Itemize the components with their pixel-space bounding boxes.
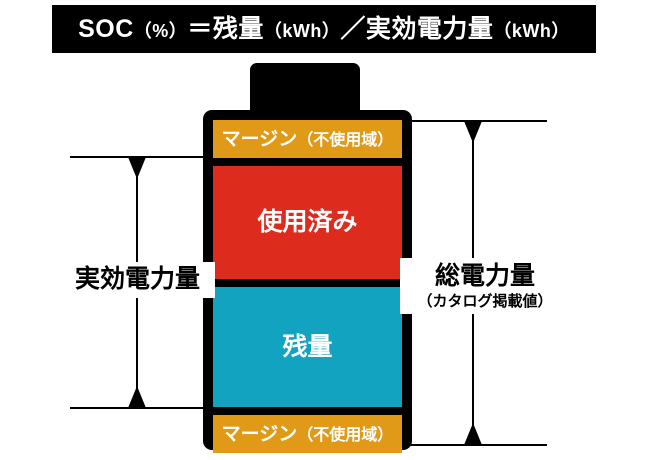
segment-margin-top-label: マージン（不使用域） xyxy=(222,130,394,149)
formula-soc: SOC xyxy=(78,14,134,43)
arrow-down-icon xyxy=(128,157,146,179)
total-capacity-label: 総電力量 （カタログ掲載値） xyxy=(400,258,570,314)
segment-margin-bottom-label-main: マージン xyxy=(221,423,298,445)
segment-margin-top-label-main: マージン xyxy=(221,128,298,150)
segment-margin-bottom: マージン（不使用域） xyxy=(213,415,402,453)
formula-remaining: 残量 xyxy=(212,14,264,43)
total-capacity-label-main: 総電力量 xyxy=(434,262,535,290)
formula-effective: 実効電力量 xyxy=(365,14,494,43)
segment-remaining: 残量 xyxy=(213,287,402,407)
total-capacity-label-sub: （カタログ掲載値） xyxy=(417,292,553,310)
formula-kwh-unit-1: （kWh） xyxy=(263,20,341,41)
formula-percent-unit: （%） xyxy=(133,20,188,41)
arrow-down-icon xyxy=(464,121,482,143)
total-extension-line-bottom xyxy=(409,444,547,446)
formula-kwh-unit-2: （kWh） xyxy=(493,20,570,41)
segment-margin-top-label-paren: （不使用域） xyxy=(297,131,394,149)
segment-margin-bottom-label: マージン（不使用域） xyxy=(222,425,394,444)
formula-equals: ＝ xyxy=(187,14,213,43)
segment-remaining-label: 残量 xyxy=(282,332,333,361)
formula-text: SOC（%）＝残量（kWh）／実効電力量（kWh） xyxy=(78,14,570,43)
arrow-up-icon xyxy=(464,423,482,445)
segment-used: 使用済み xyxy=(213,166,402,279)
formula-divide: ／ xyxy=(340,14,366,43)
formula-banner: SOC（%）＝残量（kWh）／実効電力量（kWh） xyxy=(52,5,596,53)
effective-capacity-label: 実効電力量 xyxy=(60,262,215,298)
battery-body: マージン（不使用域） 使用済み 残量 マージン（不使用域） xyxy=(203,110,412,453)
battery-diagram: マージン（不使用域） 使用済み 残量 マージン（不使用域） xyxy=(203,63,412,453)
battery-cells: マージン（不使用域） 使用済み 残量 マージン（不使用域） xyxy=(213,120,402,453)
segment-used-label: 使用済み xyxy=(257,208,358,236)
effective-extension-line-bottom xyxy=(70,407,206,409)
arrow-up-icon xyxy=(128,386,146,408)
segment-margin-bottom-label-paren: （不使用域） xyxy=(297,426,394,444)
segment-margin-top: マージン（不使用域） xyxy=(213,120,402,158)
